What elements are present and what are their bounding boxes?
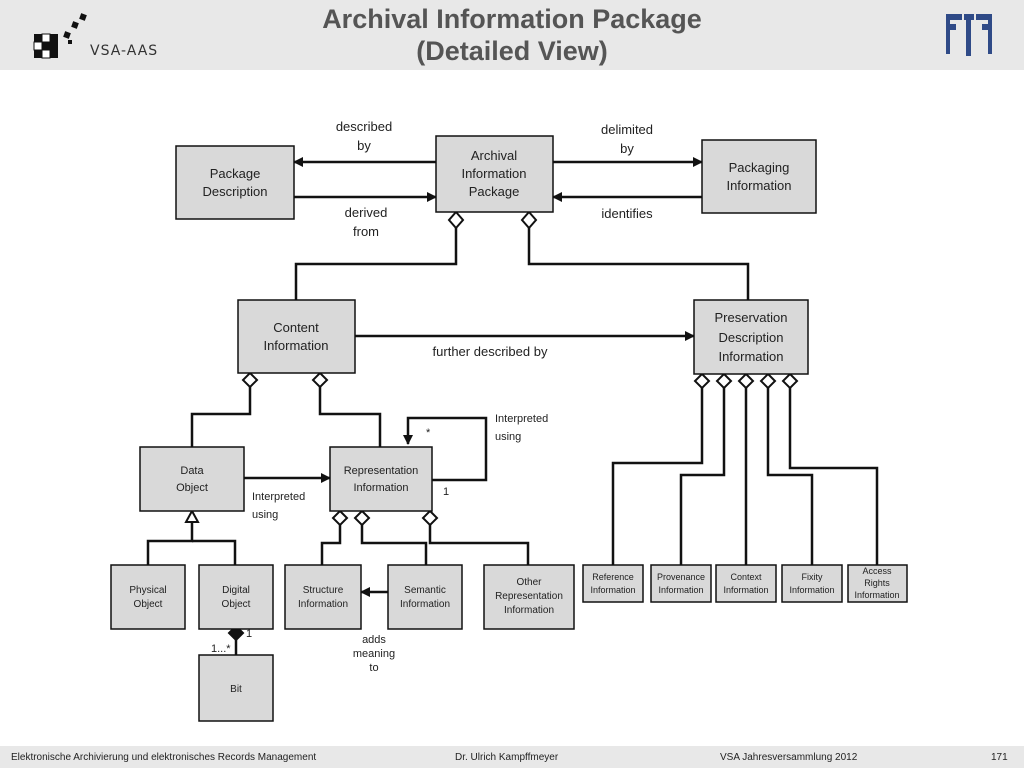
delimited-by-label-2: by [620,141,634,156]
other-representation-label-2: Representation [495,591,563,602]
physical-object-box [110,564,186,630]
access-rights-label-2: Rights [864,578,890,588]
physical-object-label-1: Physical [129,585,166,596]
package-description-label-1: Package [210,166,261,181]
bit-label: Bit [230,684,242,695]
reference-information-box [582,564,644,603]
adds-meaning-label-3: to [369,662,378,674]
page-title-line2: (Detailed View) [416,36,608,66]
package-description-box [175,145,295,220]
interpreted-using-self-label-2: using [495,431,521,443]
described-by-label-2: by [357,138,371,153]
pdi-label-3: Information [718,349,783,364]
pdi-label-1: Preservation [715,310,788,325]
representation-information-box [329,446,433,512]
other-representation-label-1: Other [516,577,542,588]
multiplicity-star: * [426,427,431,439]
semantic-information-label-2: Information [400,599,450,610]
data-object-label-2: Object [176,482,208,494]
digital-object-label-1: Digital [222,585,250,596]
access-rights-label-1: Access [862,566,892,576]
aip-box [435,135,554,213]
digital-object-label-2: Object [222,599,251,610]
multiplicity-one-bit: 1 [246,628,252,640]
page-title-line1: Archival Information Package [322,4,702,34]
context-information-label-2: Information [723,585,768,595]
footer-course-title: Elektronische Archivierung und elektroni… [11,752,317,763]
derived-from-label-1: derived [345,205,388,220]
described-by-label-1: described [336,119,392,134]
identifies-label: identifies [601,206,653,221]
derived-from-label-2: from [353,224,379,239]
delimited-by-label-1: delimited [601,122,653,137]
provenance-information-label-1: Provenance [657,572,705,582]
physical-object-label-2: Object [134,599,163,610]
structure-information-label-2: Information [298,599,348,610]
packaging-information-box [701,139,817,214]
package-description-label-2: Description [202,184,267,199]
content-information-label-2: Information [263,338,328,353]
digital-object-box [198,564,274,630]
pdi-box [693,299,809,375]
access-rights-label-3: Information [854,590,899,600]
adds-meaning-label-1: adds [362,634,386,646]
aip-label-2: Information [461,166,526,181]
data-object-label-1: Data [180,465,204,477]
access-rights-information-box [847,564,908,603]
adds-meaning-label-2: meaning [353,648,395,660]
data-object-box [139,446,245,512]
semantic-information-label-1: Semantic [404,585,446,596]
provenance-information-box [650,564,712,603]
fixity-information-label-2: Information [789,585,834,595]
structure-information-label-1: Structure [303,585,344,596]
reference-information-label-2: Information [590,585,635,595]
further-described-by-label: further described by [433,344,548,359]
context-information-box [715,564,777,603]
fixity-information-label-1: Fixity [802,572,823,582]
reference-information-label-1: Reference [592,572,634,582]
header-bar [0,0,1024,70]
provenance-information-label-2: Information [658,585,703,595]
multiplicity-one: 1 [443,486,449,498]
representation-information-label-1: Representation [344,465,419,477]
structure-information-box [284,564,362,630]
page-number: 171 [991,752,1008,763]
content-information-box [237,299,356,374]
other-representation-label-3: Information [504,605,554,616]
footer-bar: Elektronische Archivierung und elektroni… [0,746,1024,768]
org-logo-text: VSA-AAS [90,43,159,59]
semantic-information-box [387,564,463,630]
bit-box [198,654,274,722]
footer-author: Dr. Ulrich Kampffmeyer [455,752,559,763]
aip-label-1: Archival [471,148,517,163]
interpreted-using-label-2: using [252,509,278,521]
multiplicity-one-to-many: 1...* [211,643,231,655]
packaging-information-label-1: Packaging [729,160,790,175]
representation-information-label-2: Information [353,482,408,494]
pdi-label-2: Description [718,330,783,345]
content-information-label-1: Content [273,320,319,335]
packaging-information-label-2: Information [726,178,791,193]
interpreted-using-label-1: Interpreted [252,491,305,503]
interpreted-using-self-label-1: Interpreted [495,413,548,425]
context-information-label-1: Context [730,572,762,582]
footer-event: VSA Jahresversammlung 2012 [720,752,858,763]
fixity-information-box [781,564,843,603]
other-representation-information-box [483,564,575,630]
aip-label-3: Package [469,184,520,199]
vsa-aas-logo [33,13,87,59]
kff-logo [946,14,992,56]
